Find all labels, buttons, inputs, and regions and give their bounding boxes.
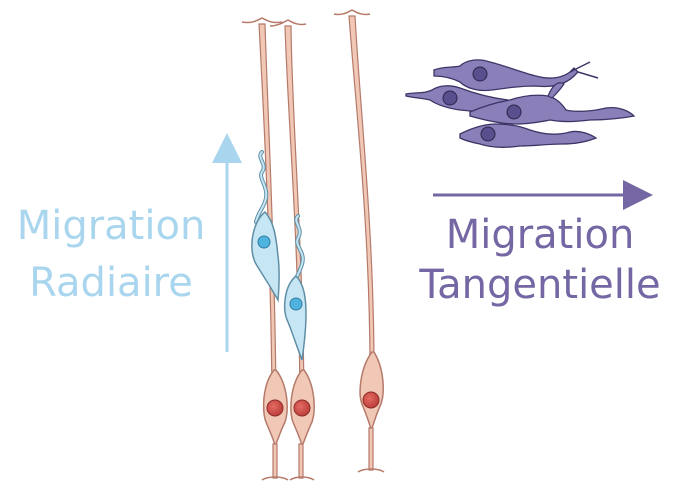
radial-migration-label-line1: Migration (0, 203, 222, 249)
tangential-neuron-nucleus-b (443, 91, 457, 105)
radial-glia-nucleus-1 (267, 400, 283, 416)
tangential-migration-label-line2: Tangentielle (404, 262, 675, 308)
radial-neuron-nucleus-2 (290, 298, 302, 310)
tangential-migrating-neurons (406, 60, 634, 147)
tangential-neuron-nucleus-d (481, 127, 495, 141)
radial-neuron-nucleus-1 (258, 236, 270, 248)
radial-glia-nucleus-2 (294, 400, 310, 416)
radial-migration-label-line2: Radiaire (0, 260, 222, 306)
tangential-neuron-nucleus-c (507, 105, 521, 119)
tangential-neuron-nucleus-a (473, 67, 487, 81)
radial-glia-cell-3 (334, 10, 384, 472)
radial-glia-nucleus-3 (363, 392, 379, 408)
radial-migrating-neuron-1 (252, 152, 279, 300)
tangential-migration-label-line1: Migration (404, 212, 675, 258)
